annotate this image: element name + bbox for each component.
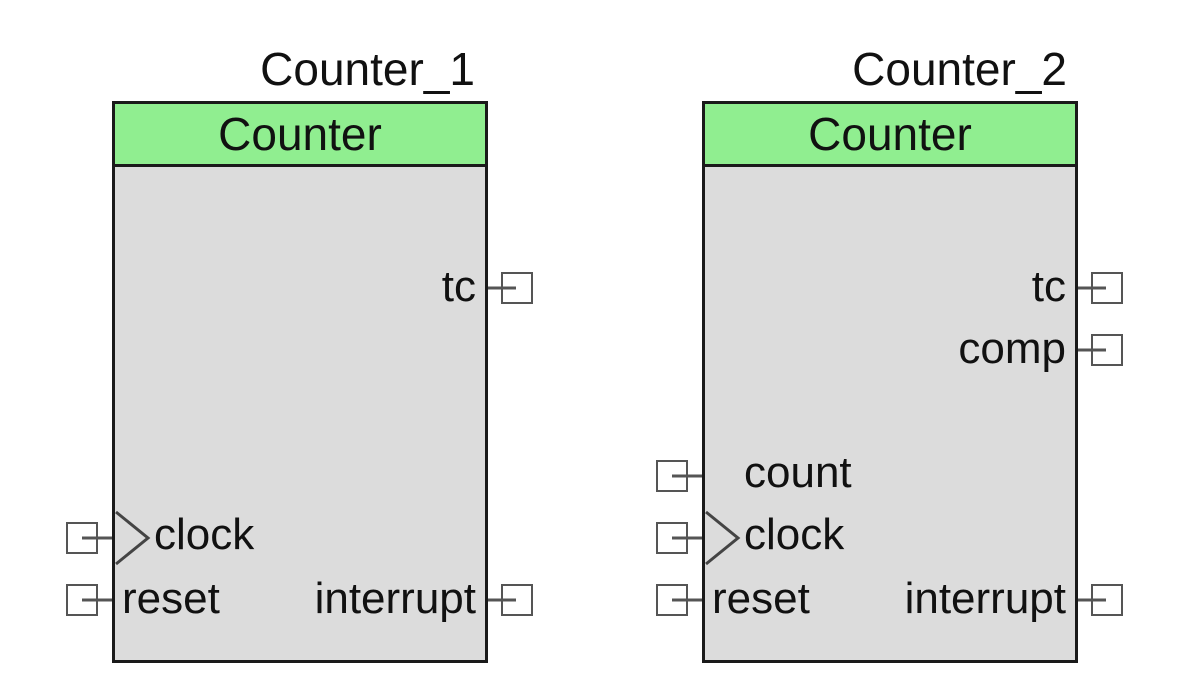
- component-instance-name: Counter_1: [260, 43, 475, 95]
- output-terminal-tc[interactable]: [1076, 270, 1126, 306]
- output-terminal-interrupt[interactable]: [486, 582, 536, 618]
- pin-label-clock: clock: [744, 510, 845, 559]
- counter-block[interactable]: Counter: [702, 101, 1078, 663]
- input-terminal-count[interactable]: [654, 458, 704, 494]
- clock-edge-icon: [704, 510, 744, 566]
- component-type-header: Counter: [705, 104, 1075, 167]
- counter-block[interactable]: Counter: [112, 101, 488, 663]
- pin-label-tc: tc: [1031, 262, 1066, 311]
- input-terminal-reset[interactable]: [654, 582, 704, 618]
- pin-label-count: count: [744, 448, 852, 497]
- pin-label-comp: comp: [958, 324, 1066, 373]
- pin-label-interrupt: interrupt: [314, 574, 476, 623]
- clock-edge-icon: [114, 510, 154, 566]
- input-terminal-reset[interactable]: [64, 582, 114, 618]
- pin-label-reset: reset: [122, 574, 220, 623]
- output-terminal-tc[interactable]: [486, 270, 536, 306]
- pin-label-tc: tc: [441, 262, 476, 311]
- output-terminal-comp[interactable]: [1076, 332, 1126, 368]
- output-terminal-interrupt[interactable]: [1076, 582, 1126, 618]
- input-terminal-clock[interactable]: [654, 520, 704, 556]
- input-terminal-clock[interactable]: [64, 520, 114, 556]
- component-type-header: Counter: [115, 104, 485, 167]
- pin-label-reset: reset: [712, 574, 810, 623]
- pin-label-interrupt: interrupt: [904, 574, 1066, 623]
- pin-label-clock: clock: [154, 510, 255, 559]
- component-instance-name: Counter_2: [852, 43, 1067, 95]
